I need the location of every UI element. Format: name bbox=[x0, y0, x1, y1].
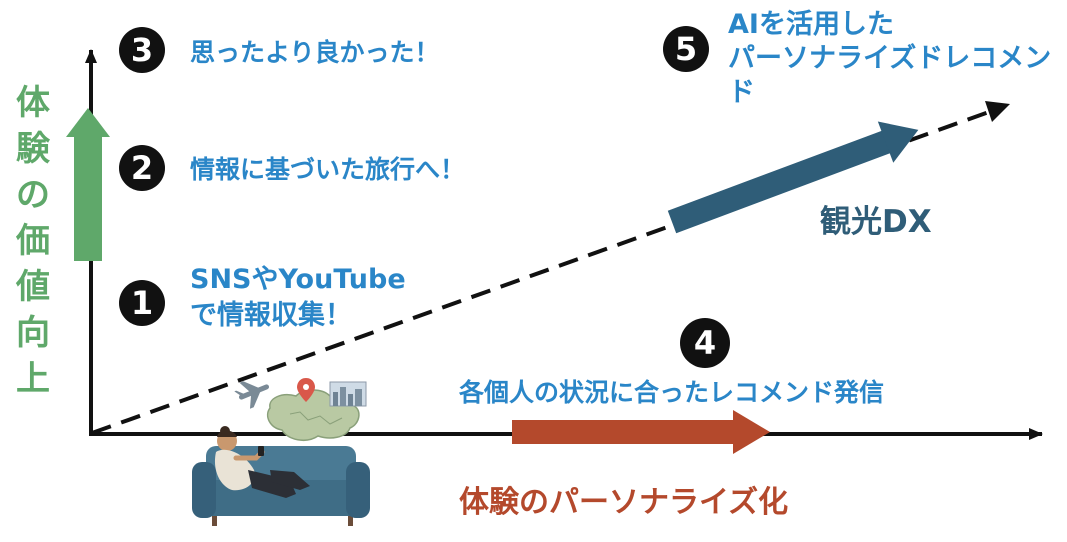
step-5-text-line: AIを活用した bbox=[728, 9, 894, 40]
personalize-arrow bbox=[512, 410, 770, 454]
step-1-text-line: で情報収集！ bbox=[190, 300, 352, 331]
step-3-badge: 3 bbox=[119, 27, 165, 73]
y-axis-label-char: 価 bbox=[16, 221, 50, 261]
step-1-text: SNSやYouTube で情報収集！ bbox=[190, 262, 406, 334]
step-1-badge: 1 bbox=[119, 280, 165, 326]
step-5-text: AIを活用した パーソナライズドレコメンド bbox=[728, 8, 1067, 110]
step-5-badge: 5 bbox=[663, 26, 709, 72]
y-axis-label-char: 向 bbox=[16, 313, 50, 353]
step-2-text: 情報に基づいた旅行へ！ bbox=[190, 155, 466, 184]
y-axis-label-char: の bbox=[16, 175, 50, 215]
airplane-icon bbox=[234, 381, 270, 409]
dashed-trend-line bbox=[91, 106, 1001, 435]
step-4-text: 各個人の状況に合ったレコメンド発信 bbox=[459, 378, 885, 407]
dx-label: 観光DX bbox=[820, 204, 932, 240]
x-axis-label: 体験のパーソナライズ化 bbox=[459, 485, 789, 520]
value-up-arrow bbox=[66, 108, 110, 261]
dashed-trend-arrowhead bbox=[985, 101, 1010, 122]
step-3-text: 思ったより良かった！ bbox=[190, 38, 440, 67]
y-axis-label-char: 上 bbox=[16, 359, 50, 399]
step-4-badge: 4 bbox=[680, 318, 730, 368]
y-axis-label-char: 体 bbox=[16, 83, 50, 123]
y-axis-label-char: 験 bbox=[16, 129, 50, 169]
step-2-badge: 2 bbox=[119, 145, 165, 191]
dx-arrow bbox=[667, 121, 919, 234]
y-axis-label-char: 値 bbox=[16, 267, 50, 307]
step-5-text-line: パーソナライズドレコメンド bbox=[728, 43, 1052, 108]
step-1-text-line: SNSやYouTube bbox=[190, 264, 406, 295]
y-axis-label: 体 験 の 価 値 向 上 bbox=[10, 80, 56, 402]
map-pin-icon bbox=[297, 378, 315, 402]
city-skyline-icon bbox=[329, 381, 367, 407]
person-on-sofa-icon bbox=[192, 426, 370, 526]
